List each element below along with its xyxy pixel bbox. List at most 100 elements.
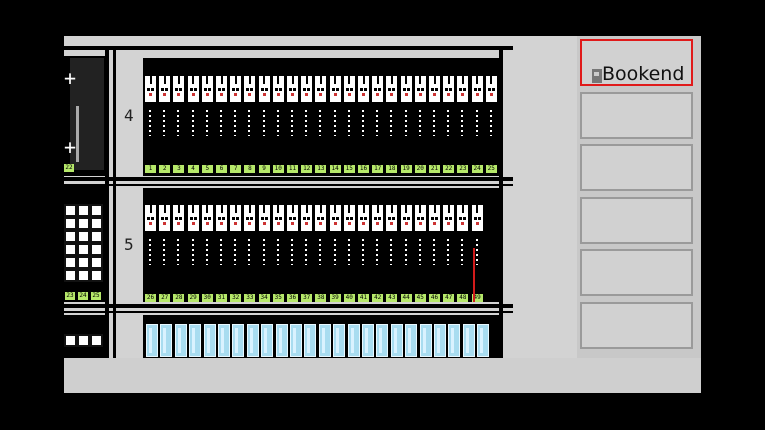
book[interactable]: 44 (400, 205, 412, 302)
book[interactable]: 24 (471, 76, 483, 173)
book-spine-dots (163, 110, 166, 136)
storage-box[interactable] (232, 324, 245, 357)
storage-box[interactable] (318, 324, 331, 357)
item-menu: Bookend (577, 36, 701, 358)
book-mark (276, 93, 280, 96)
menu-item-empty[interactable] (580, 249, 693, 296)
book-spine-dots (262, 110, 265, 136)
book[interactable]: 28 (173, 205, 185, 302)
book[interactable]: 42 (372, 205, 384, 302)
book[interactable]: 7 (230, 76, 242, 173)
book[interactable]: 17 (372, 76, 384, 173)
book[interactable]: 39 (329, 205, 341, 302)
book[interactable]: 37 (301, 205, 313, 302)
book[interactable]: 49 (471, 205, 483, 302)
menu-item-bookend[interactable]: Bookend (580, 39, 693, 86)
book[interactable]: 29 (187, 205, 199, 302)
storage-box[interactable] (390, 324, 403, 357)
book[interactable]: 40 (343, 205, 355, 302)
book[interactable]: 8 (244, 76, 256, 173)
book-spine-dots (475, 110, 478, 136)
storage-box[interactable] (333, 324, 346, 357)
book[interactable]: 19 (400, 76, 412, 173)
storage-box[interactable] (146, 324, 158, 357)
storage-box[interactable] (347, 324, 360, 357)
storage-box[interactable] (174, 324, 187, 357)
storage-box[interactable] (405, 324, 418, 357)
menu-item-empty[interactable] (580, 92, 693, 139)
storage-box[interactable] (160, 324, 173, 357)
book[interactable]: 26 (145, 205, 156, 302)
book-number-tag: 48 (457, 294, 469, 302)
storage-box[interactable] (419, 324, 432, 357)
book[interactable]: 33 (244, 205, 256, 302)
book-number-tag: 14 (329, 165, 341, 173)
book-spine-dots (291, 110, 293, 136)
storage-box[interactable] (261, 324, 274, 357)
shelf-board (64, 184, 513, 186)
book-number-tag: 16 (358, 165, 369, 173)
storage-box[interactable] (362, 324, 374, 357)
book-notch (405, 76, 408, 84)
book-spine-dots (205, 239, 208, 265)
book[interactable]: 13 (315, 76, 327, 173)
book[interactable]: 15 (343, 76, 355, 173)
storage-box[interactable] (246, 324, 259, 357)
storage-box[interactable] (434, 324, 446, 357)
book[interactable]: 10 (272, 76, 284, 173)
book-spine-dots (390, 110, 393, 136)
book[interactable]: 38 (315, 205, 327, 302)
book[interactable]: 2 (159, 76, 171, 173)
storage-box[interactable] (275, 324, 288, 357)
book[interactable]: 46 (429, 205, 440, 302)
storage-box[interactable] (462, 324, 475, 357)
book[interactable]: 41 (358, 205, 369, 302)
book-mark (418, 222, 422, 225)
book[interactable]: 34 (258, 205, 270, 302)
pattern-tile (77, 230, 90, 243)
book-notch (291, 76, 294, 84)
book[interactable]: 35 (272, 205, 284, 302)
book[interactable]: 31 (216, 205, 227, 302)
menu-item-empty[interactable] (580, 144, 693, 191)
menu-item-empty[interactable] (580, 197, 693, 244)
storage-box[interactable] (218, 324, 230, 357)
book-number-tag: 45 (414, 294, 426, 302)
book[interactable]: 14 (329, 76, 341, 173)
book[interactable]: 18 (386, 76, 398, 173)
storage-box[interactable] (477, 324, 490, 357)
storage-box[interactable] (448, 324, 461, 357)
book-top (244, 205, 256, 231)
book[interactable]: 1 (145, 76, 156, 173)
book[interactable]: 16 (358, 76, 369, 173)
book-mark (205, 222, 209, 225)
book[interactable]: 47 (443, 205, 455, 302)
storage-box[interactable] (290, 324, 302, 357)
book[interactable]: 32 (230, 205, 242, 302)
book[interactable]: 36 (287, 205, 298, 302)
book[interactable]: 11 (287, 76, 298, 173)
menu-item-empty[interactable] (580, 302, 693, 349)
book[interactable]: 25 (485, 76, 497, 173)
book[interactable]: 21 (429, 76, 440, 173)
book[interactable]: 20 (414, 76, 426, 173)
book[interactable]: 43 (386, 205, 398, 302)
storage-box[interactable] (376, 324, 389, 357)
book[interactable]: 48 (457, 205, 469, 302)
storage-box[interactable] (304, 324, 317, 357)
book-number-tag: 2 (159, 165, 171, 173)
book[interactable]: 27 (159, 205, 171, 302)
book[interactable]: 6 (216, 76, 227, 173)
book[interactable]: 4 (187, 76, 199, 173)
book[interactable]: 5 (201, 76, 213, 173)
book[interactable]: 45 (414, 205, 426, 302)
book-number-tag: 11 (287, 165, 298, 173)
book[interactable]: 23 (457, 76, 469, 173)
book[interactable]: 3 (173, 76, 185, 173)
book[interactable]: 22 (443, 76, 455, 173)
book[interactable]: 12 (301, 76, 313, 173)
book[interactable]: 9 (258, 76, 270, 173)
storage-box[interactable] (189, 324, 202, 357)
book[interactable]: 30 (201, 205, 213, 302)
storage-box[interactable] (203, 324, 216, 357)
